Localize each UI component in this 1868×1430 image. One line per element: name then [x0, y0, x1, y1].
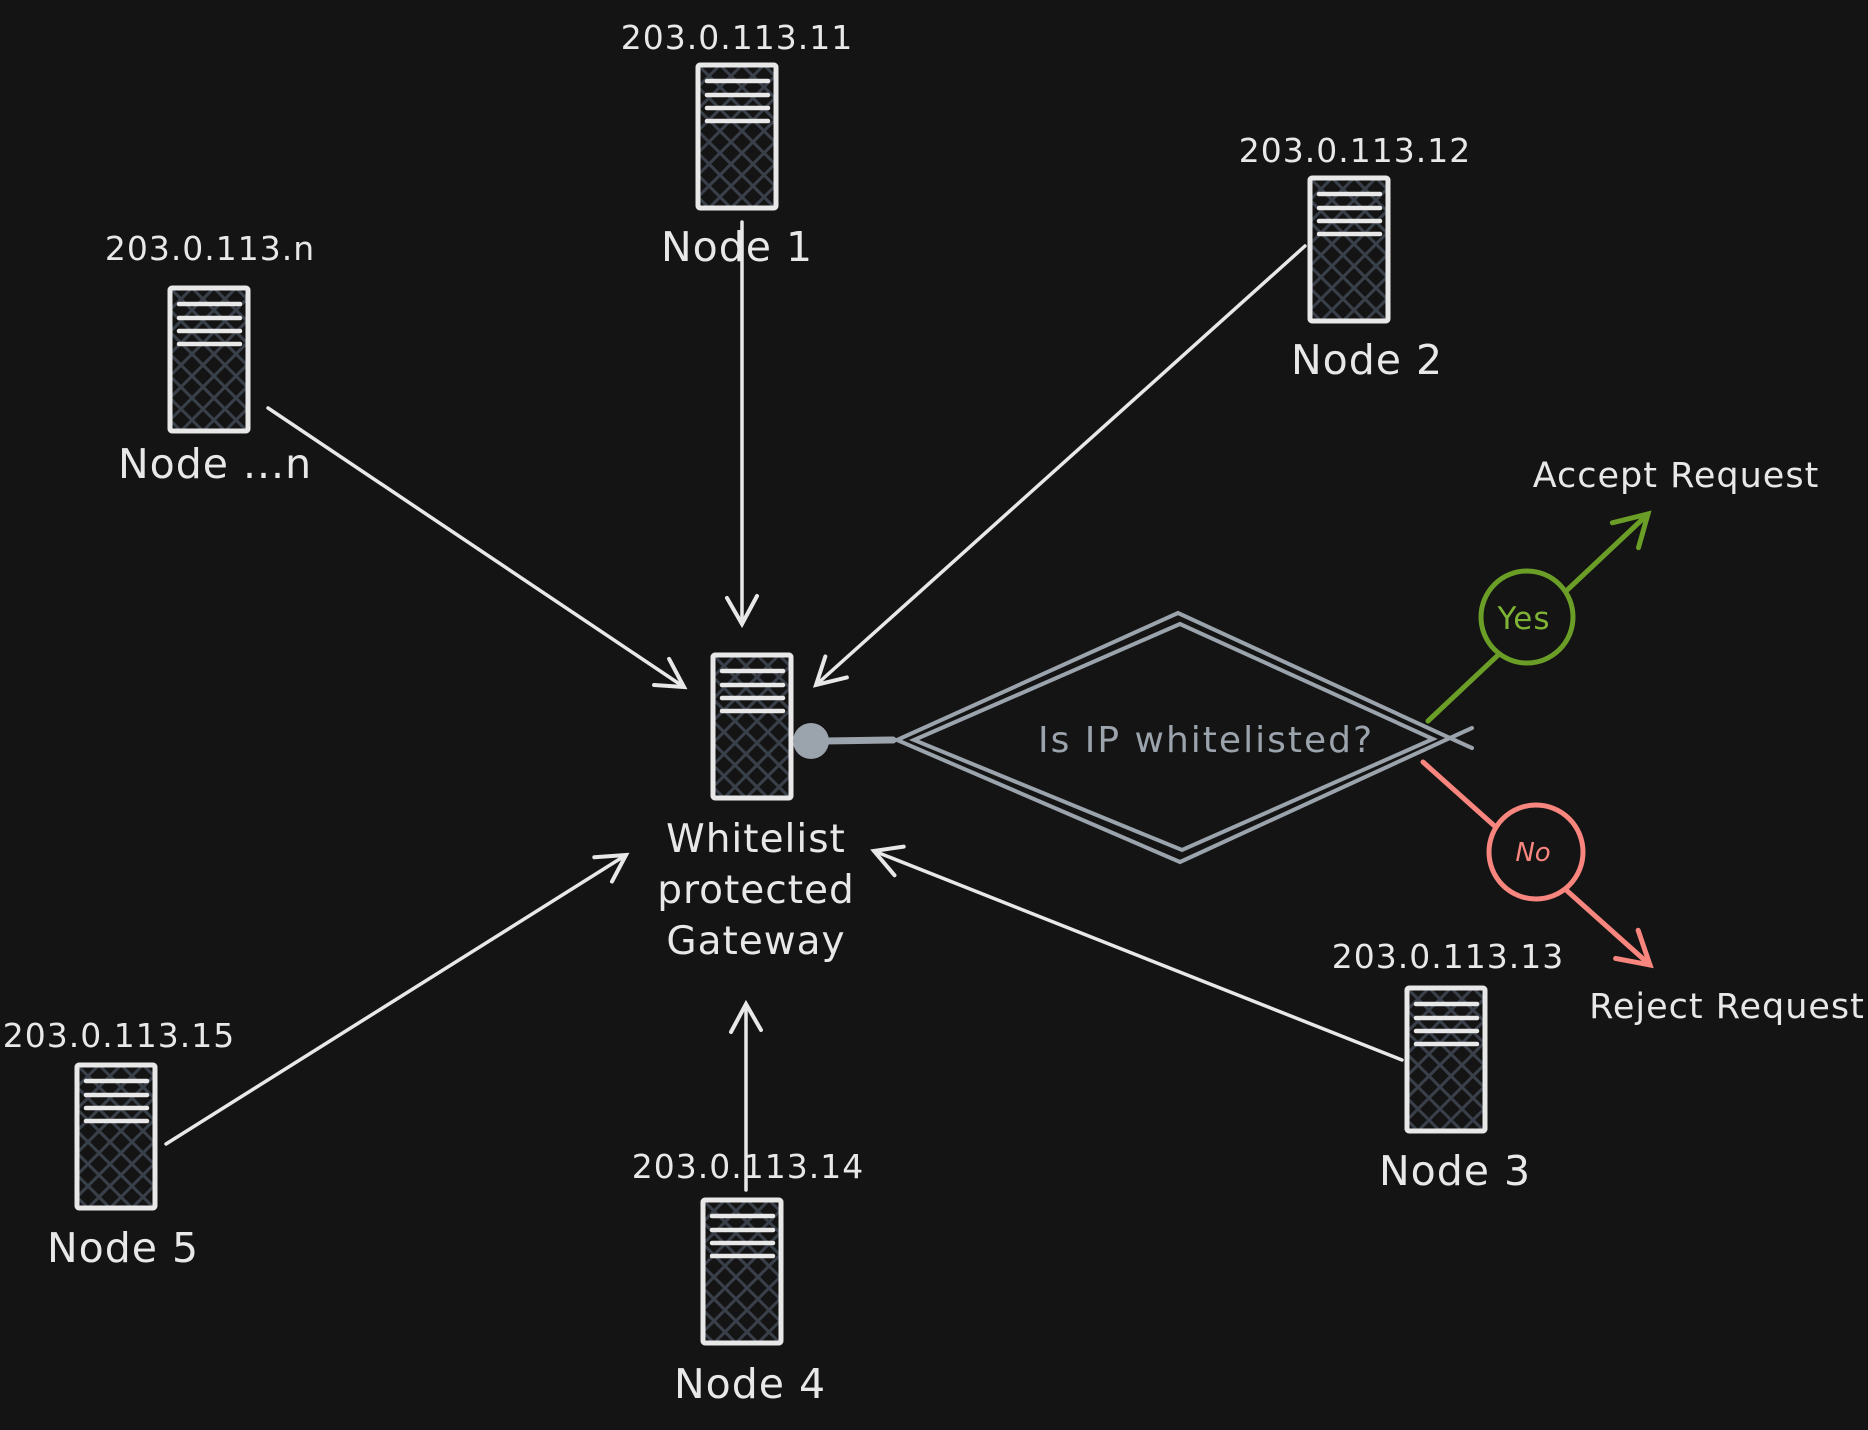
- yes-badge: [1478, 568, 1576, 666]
- gateway-label: Whitelist protected Gateway: [657, 817, 855, 964]
- gateway: Whitelist protected Gateway: [657, 652, 855, 964]
- node-1-label: Node 1: [661, 223, 813, 271]
- node-4: 203.0.113.14 Node 4: [632, 1147, 864, 1408]
- node-4-ip: 203.0.113.14: [632, 1147, 864, 1186]
- reject-request-label: Reject Request: [1589, 987, 1865, 1027]
- gateway-label-line3: Gateway: [666, 919, 845, 964]
- server-icon: [74, 1062, 158, 1211]
- arrow-node5-to-gateway: [164, 852, 630, 1146]
- gateway-label-line1: Whitelist: [666, 817, 846, 862]
- server-icon: [700, 1197, 784, 1346]
- yes-badge-label: Yes: [1496, 601, 1550, 637]
- no-badge-label: No: [1515, 838, 1550, 868]
- node-5-label: Node 5: [47, 1224, 199, 1272]
- gateway-diamond-connector: [793, 723, 897, 759]
- node-2-label: Node 2: [1291, 336, 1443, 384]
- node-3: 203.0.113.13 Node 3: [1332, 937, 1564, 1195]
- decision-question: Is IP whitelisted?: [1038, 720, 1374, 761]
- server-icon: [167, 285, 251, 434]
- node-n-ip: 203.0.113.n: [105, 229, 315, 268]
- node-3-ip: 203.0.113.13: [1332, 937, 1564, 976]
- node-5: 203.0.113.15 Node 5: [3, 1016, 235, 1272]
- connector-dot: [793, 723, 829, 759]
- arrow-node-n-to-gateway: [266, 406, 688, 690]
- node-to-gateway-arrows: [164, 220, 1404, 1192]
- server-icon: [1307, 175, 1391, 324]
- server-icon: [1404, 985, 1488, 1134]
- node-2: 203.0.113.12 Node 2: [1239, 131, 1471, 384]
- arrow-node3-to-gateway: [870, 844, 1404, 1062]
- no-branch: No Reject Request: [1420, 759, 1865, 1027]
- node-3-label: Node 3: [1379, 1147, 1531, 1195]
- node-4-label: Node 4: [674, 1360, 826, 1408]
- node-1: 203.0.113.11 Node 1: [621, 18, 853, 271]
- gateway-label-line2: protected: [657, 868, 855, 913]
- node-n: 203.0.113.n Node ...n: [105, 229, 315, 488]
- yes-branch: Yes Accept Request: [1425, 456, 1820, 724]
- node-5-ip: 203.0.113.15: [3, 1016, 235, 1055]
- no-badge: [1486, 802, 1586, 902]
- accept-request-label: Accept Request: [1533, 456, 1820, 496]
- arrow-node2-to-gateway: [812, 244, 1307, 688]
- node-2-ip: 203.0.113.12: [1239, 131, 1471, 170]
- node-1-ip: 203.0.113.11: [621, 18, 853, 57]
- server-icon: [695, 62, 779, 211]
- node-n-label: Node ...n: [118, 440, 312, 488]
- server-icon: [710, 652, 794, 801]
- decision-diamond: Is IP whitelisted?: [892, 610, 1474, 865]
